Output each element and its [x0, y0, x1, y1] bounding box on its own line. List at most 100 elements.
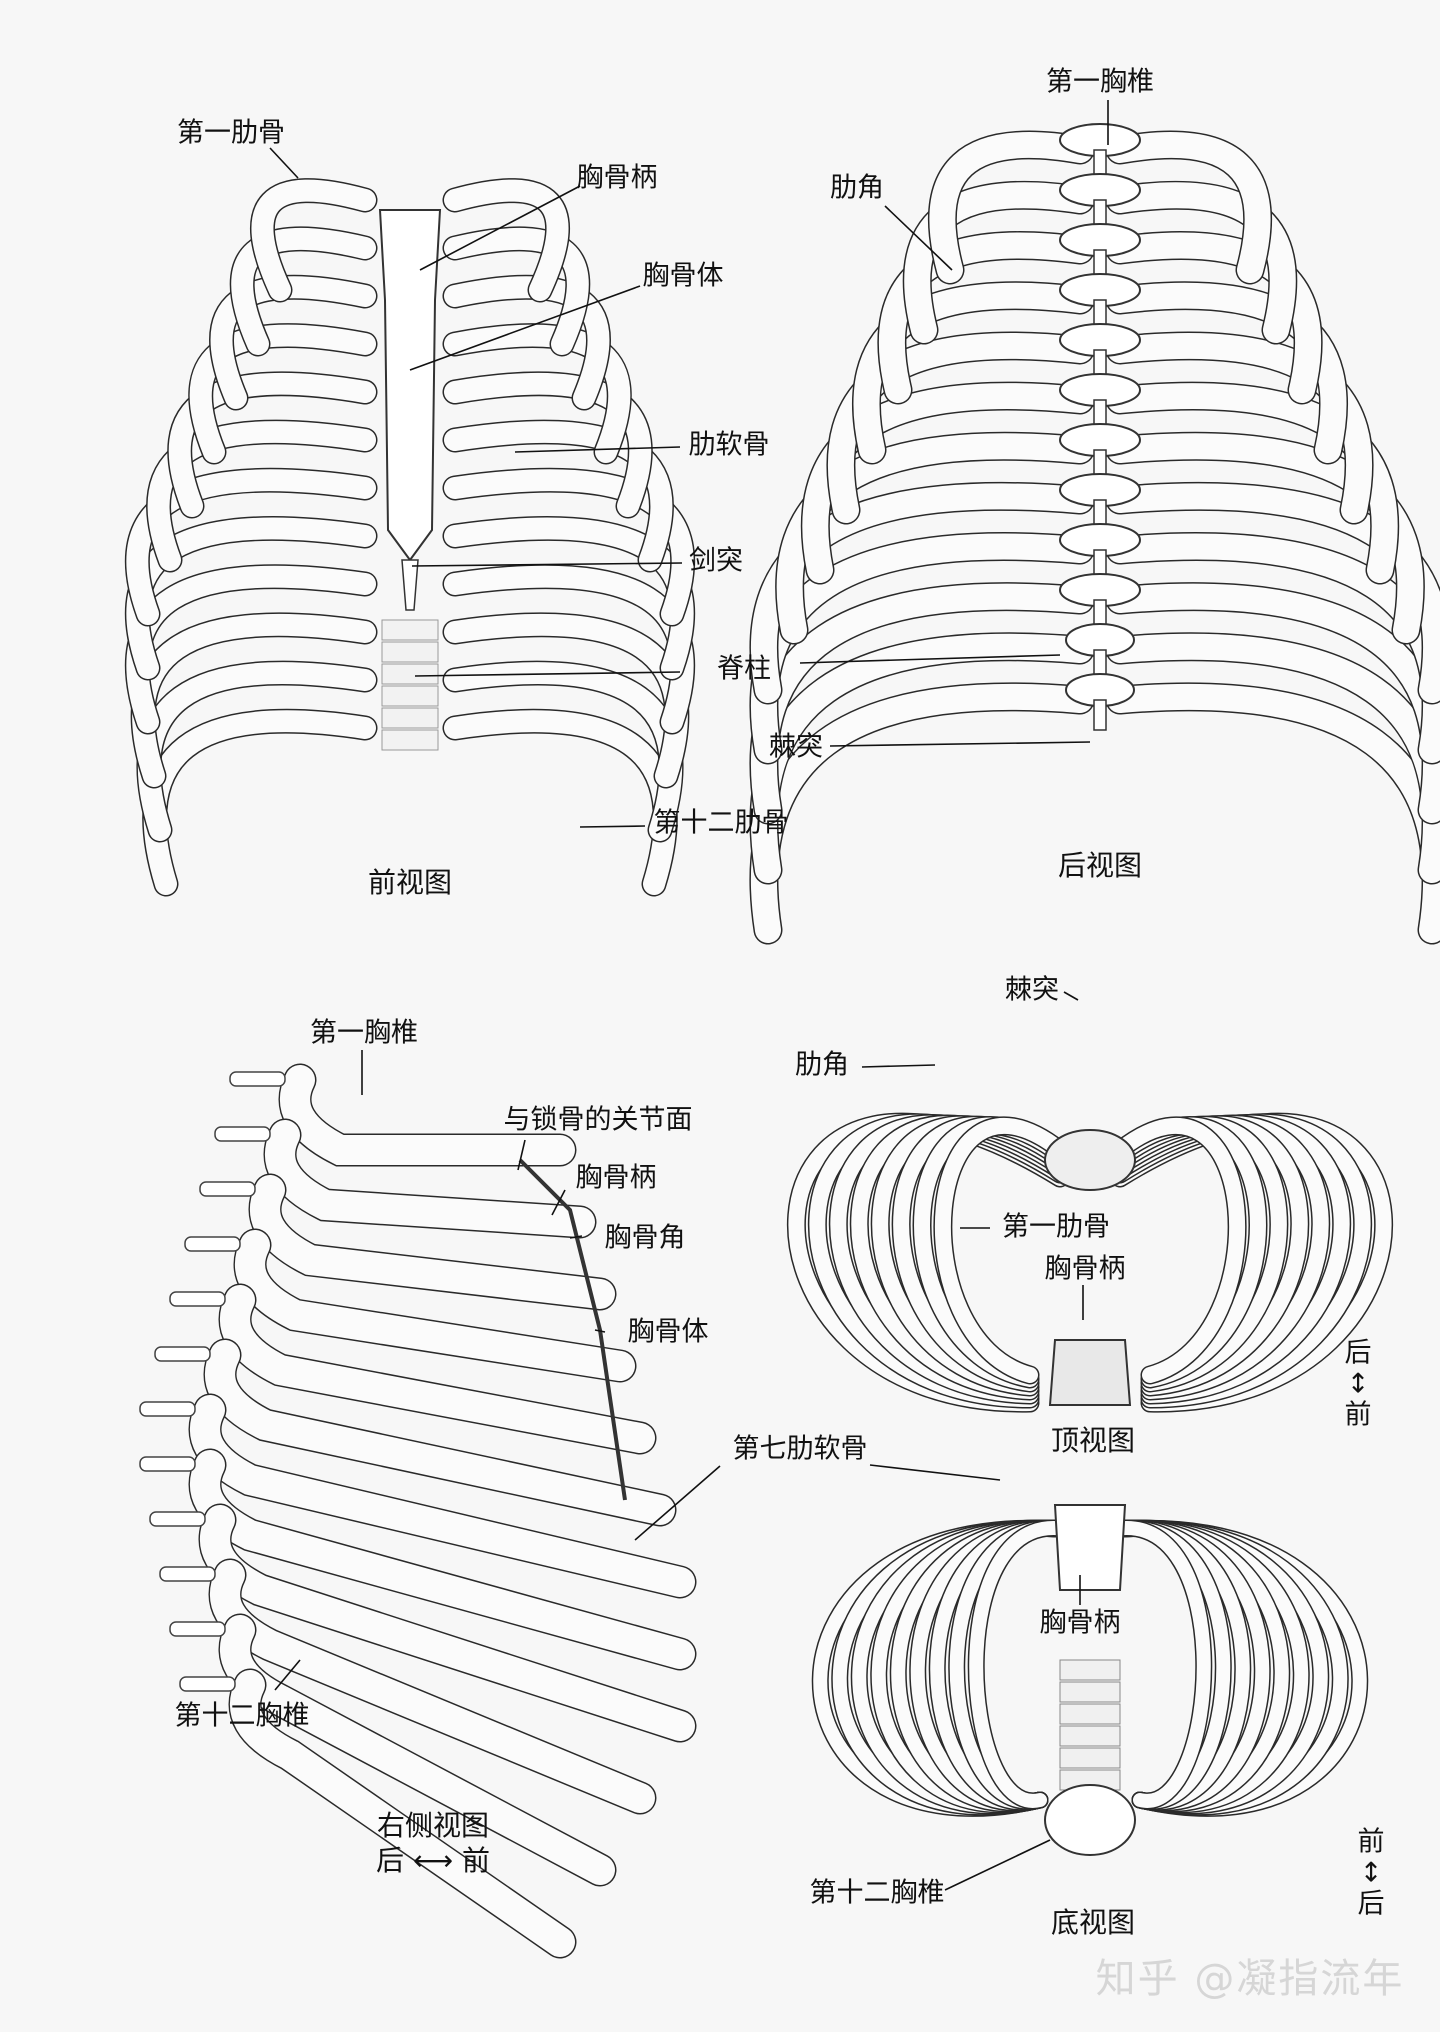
- label-first-rib: 第一肋骨: [177, 117, 285, 149]
- back-view-drawing: [749, 123, 1440, 945]
- spinous-process: [229, 1071, 286, 1087]
- bottom-view-drawing: [811, 1504, 1369, 1856]
- vertebra: [1059, 1747, 1121, 1769]
- side-view-drawing: [139, 1063, 697, 1959]
- label-rib-angle: 肋角: [830, 172, 884, 204]
- watermark: 知乎 @凝指流年: [1095, 1956, 1405, 2002]
- label-clavicular-facet: 与锁骨的关节面: [503, 1104, 693, 1136]
- leader-line: [634, 1465, 721, 1541]
- leader-lines: [269, 100, 1109, 1891]
- leader-line: [414, 671, 681, 677]
- label-first-thoracic-vertebra: 第一胸椎: [310, 1017, 418, 1049]
- spinous-process: [149, 1511, 206, 1527]
- spinous-process: [184, 1236, 241, 1252]
- leader-line: [944, 1839, 1051, 1891]
- vertebra: [381, 685, 439, 707]
- front-view-drawing: [124, 178, 696, 897]
- leader-line: [514, 446, 681, 453]
- rib: [1105, 682, 1440, 945]
- leader-line: [274, 1659, 301, 1691]
- leader-line: [409, 285, 641, 371]
- rib-fill: [444, 469, 694, 625]
- label-first-thoracic-vertebra: 第一胸椎: [1046, 66, 1154, 98]
- label-seventh-costal-cartilage: 第七肋软骨: [732, 1433, 868, 1465]
- caption-front-view: 前视图: [367, 866, 453, 899]
- spinous-process: [214, 1126, 271, 1142]
- label-manubrium: 胸骨柄: [575, 1162, 657, 1194]
- caption-bottom-view: 底视图: [1050, 1906, 1136, 1939]
- leader-line: [579, 825, 646, 828]
- label-sternum-body: 胸骨体: [627, 1316, 709, 1348]
- leader-line: [869, 1464, 1001, 1481]
- rib-fill: [126, 469, 376, 625]
- sternum: [1053, 1504, 1127, 1591]
- sternum: [518, 1158, 627, 1501]
- vertebra: [1059, 1703, 1121, 1725]
- spinous-process: [179, 1676, 236, 1692]
- vertebral-body: [1044, 1129, 1136, 1191]
- sternum: [378, 209, 442, 562]
- leader-line: [269, 147, 299, 179]
- leader-line: [411, 562, 683, 567]
- leader-line: [799, 654, 1061, 664]
- rib-fill: [235, 1230, 635, 1381]
- label-spinous-process: 棘突: [1005, 974, 1059, 1006]
- xiphoid-process: [401, 559, 419, 611]
- caption-back-view: 后视图: [1057, 849, 1143, 882]
- rib-fill: [444, 565, 694, 733]
- direction-front: 前: [461, 1844, 490, 1877]
- label-twelfth-rib: 第十二肋骨: [653, 807, 789, 839]
- vertical-arrow-icon: ↕: [1359, 1857, 1383, 1889]
- label-costal-cartilage: 肋软骨: [688, 429, 770, 461]
- top-view-drawing: [786, 1112, 1394, 1413]
- spinous-process: [154, 1346, 211, 1362]
- rib-fill: [1107, 132, 1271, 283]
- direction-back: 后: [1357, 1888, 1385, 1920]
- rib-fill: [280, 1065, 575, 1165]
- rib-fill: [205, 1340, 675, 1525]
- leader-line: [884, 205, 953, 271]
- vertebra: [381, 641, 439, 663]
- label-spinous-process: 棘突: [769, 731, 823, 763]
- spinous-process: [169, 1291, 226, 1307]
- label-spine: 脊柱: [717, 653, 771, 685]
- caption-top-view: 顶视图: [1050, 1424, 1136, 1457]
- caption-side-view: 右侧视图: [376, 1809, 490, 1842]
- top-direction-indicator: 后 ↕ 前: [1345, 1337, 1372, 1430]
- direction-back: 后: [376, 1844, 405, 1877]
- vertebra: [381, 729, 439, 751]
- leader-line: [829, 741, 1091, 747]
- rib-fill: [251, 179, 376, 301]
- leader-line: [861, 1064, 936, 1068]
- rib-fill: [250, 1175, 615, 1309]
- label-rib-angle: 肋角: [795, 1049, 849, 1081]
- leader-line: [569, 1235, 583, 1239]
- rib-fill: [929, 132, 1093, 283]
- label-manubrium: 胸骨柄: [1044, 1253, 1126, 1285]
- label-manubrium: 胸骨柄: [1039, 1607, 1121, 1639]
- spinous-process: [169, 1621, 226, 1637]
- vertebra: [381, 619, 439, 641]
- leader-line: [517, 1139, 526, 1171]
- manubrium: [1048, 1339, 1132, 1406]
- label-xiphoid: 剑突: [689, 545, 743, 577]
- spinous-process: [199, 1181, 256, 1197]
- leader-line: [551, 1189, 566, 1216]
- label-sternal-angle: 胸骨角: [604, 1222, 686, 1254]
- spinous-process: [159, 1566, 216, 1582]
- vertebra: [1059, 1725, 1121, 1747]
- vertebra: [381, 707, 439, 729]
- rib-fill: [1107, 684, 1440, 943]
- leader-line: [419, 185, 581, 271]
- vertebra: [1059, 1659, 1121, 1681]
- leader-line: [1063, 991, 1079, 1001]
- rib-ring-fill: [934, 1117, 1246, 1383]
- direction-back: 后: [1344, 1337, 1372, 1369]
- spinous-process: [139, 1401, 196, 1417]
- spinous-process: [139, 1456, 196, 1472]
- leader-line: [594, 1329, 606, 1333]
- rib-fill: [230, 1670, 575, 1957]
- label-twelfth-thoracic-vertebra: 第十二胸椎: [809, 1877, 945, 1909]
- side-direction-indicator: 后 ⟷ 前: [376, 1847, 490, 1875]
